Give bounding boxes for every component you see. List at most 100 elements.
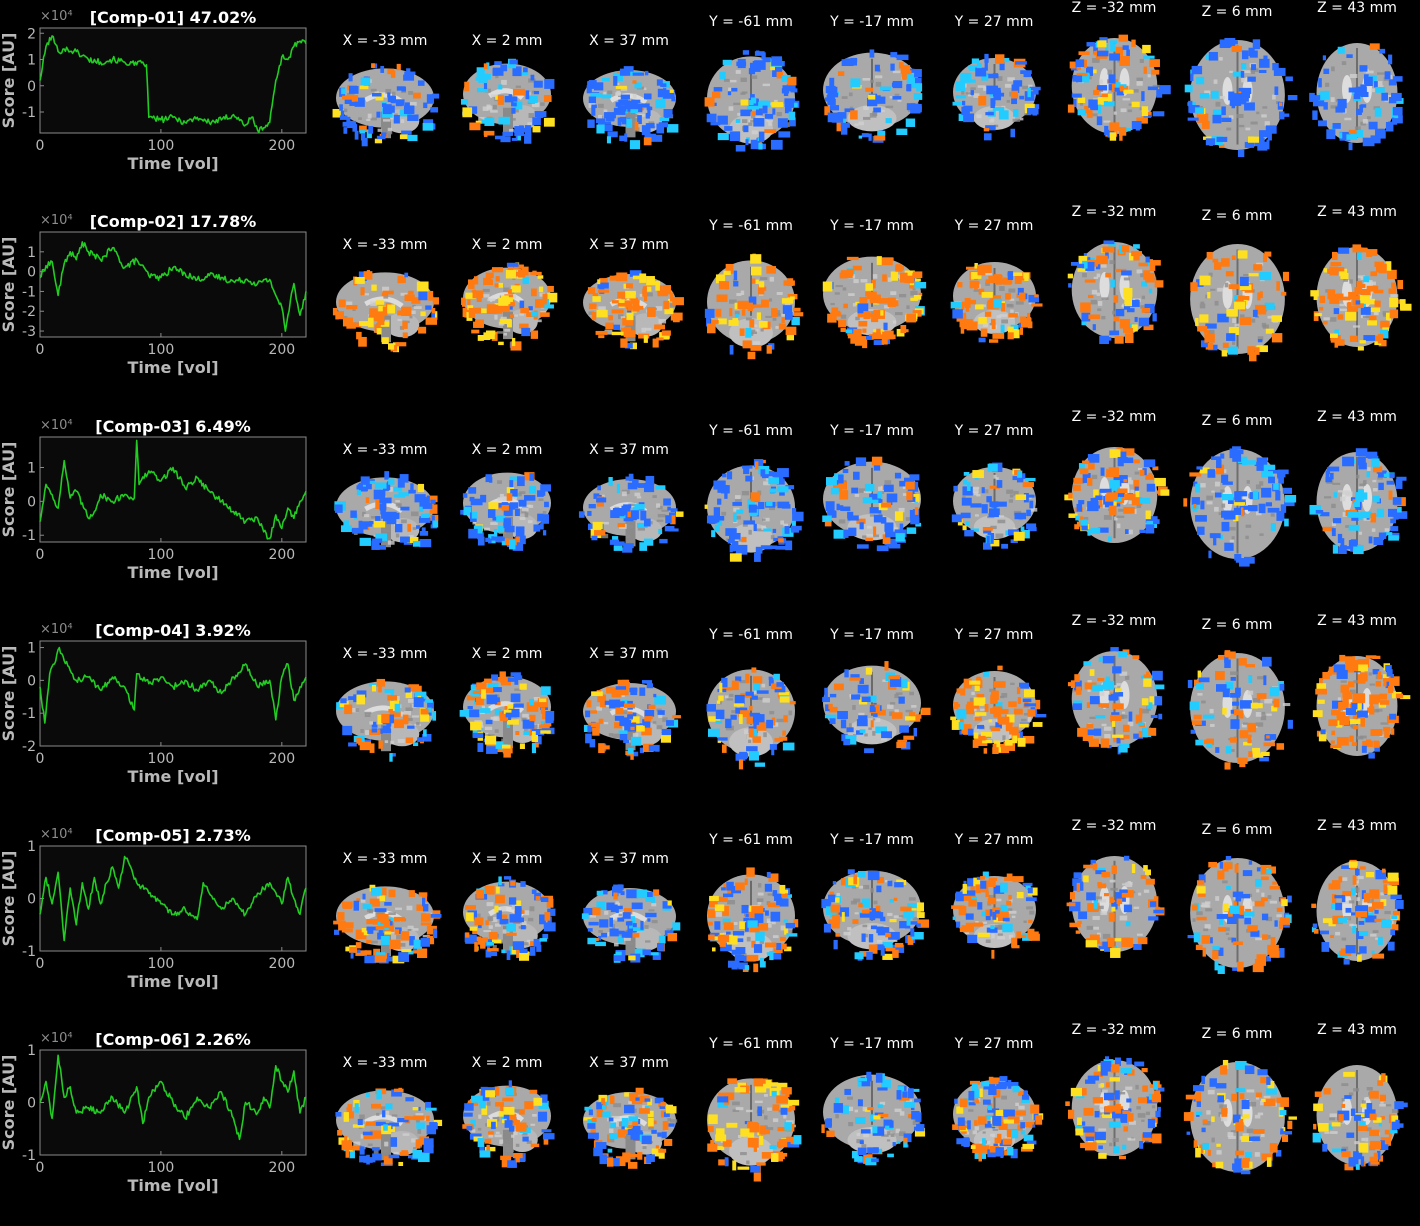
activation-voxel (750, 345, 761, 351)
activation-voxel (1393, 107, 1403, 115)
activation-voxel (468, 279, 475, 289)
activation-voxel (835, 933, 840, 937)
activation-voxel (1334, 492, 1337, 497)
activation-voxel (891, 271, 898, 280)
sulcus (1015, 301, 1023, 304)
sulcus (789, 711, 793, 716)
activation-voxel (1267, 133, 1271, 141)
activation-voxel (510, 881, 515, 886)
activation-voxel (360, 86, 369, 90)
activation-voxel (1029, 501, 1033, 509)
activation-voxel (1345, 656, 1355, 665)
activation-voxel (519, 949, 527, 954)
sulcus (397, 319, 401, 321)
activation-voxel (1139, 708, 1142, 717)
activation-voxel (751, 667, 756, 672)
activation-voxel (545, 912, 551, 921)
activation-voxel (1357, 251, 1362, 260)
activation-voxel (876, 906, 880, 912)
sulcus (411, 311, 416, 315)
activation-voxel (782, 85, 793, 91)
activation-voxel (488, 502, 498, 509)
sulcus (1103, 515, 1111, 520)
activation-voxel (1273, 699, 1279, 708)
activation-voxel (541, 897, 548, 902)
sulcus (392, 92, 395, 96)
activation-voxel (862, 697, 871, 702)
activation-voxel (470, 927, 478, 931)
activation-voxel (1183, 498, 1187, 506)
brain-slice (1297, 436, 1417, 568)
activation-voxel (1207, 292, 1210, 298)
activation-voxel (793, 312, 803, 316)
activation-voxel (591, 722, 599, 727)
y-tick-label: -2 (22, 304, 36, 320)
activation-voxel (1088, 739, 1098, 747)
sulcus (1091, 475, 1097, 479)
activation-voxel (465, 905, 476, 910)
sulcus (1213, 79, 1217, 83)
sulcus (493, 105, 497, 109)
activation-voxel (1027, 108, 1039, 115)
activation-voxel (1391, 728, 1394, 734)
activation-voxel (651, 282, 660, 285)
activation-voxel (1370, 308, 1380, 312)
activation-voxel (665, 515, 671, 523)
activation-voxel (628, 955, 635, 960)
sulcus (416, 722, 419, 725)
activation-voxel (1195, 515, 1207, 522)
activation-voxel (508, 677, 516, 681)
activation-voxel (418, 327, 426, 334)
activation-voxel (486, 942, 494, 946)
sulcus (1001, 319, 1008, 323)
activation-voxel (1074, 674, 1079, 682)
sulcus (1021, 719, 1026, 722)
sulcus (1211, 491, 1214, 493)
activation-voxel (1076, 883, 1079, 892)
activation-voxel (1124, 494, 1135, 500)
sulcus (742, 491, 749, 495)
sulcus (1201, 701, 1206, 704)
activation-voxel (787, 77, 796, 86)
activation-voxel (783, 715, 787, 722)
sulcus (365, 713, 371, 717)
slice-label: Y = -17 mm (830, 423, 914, 439)
activation-voxel (523, 277, 530, 284)
activation-voxel (544, 304, 554, 308)
activation-voxel (1139, 530, 1145, 533)
activation-voxel (1122, 725, 1129, 732)
activation-voxel (1076, 504, 1082, 512)
activation-voxel (1102, 246, 1114, 252)
activation-voxel (1371, 458, 1379, 466)
activation-voxel (1361, 307, 1371, 315)
activation-voxel (381, 714, 389, 723)
y-tick-label: 0 (27, 494, 36, 510)
activation-voxel (520, 881, 525, 887)
activation-voxel (1230, 710, 1233, 714)
sulcus (1377, 72, 1385, 74)
activation-voxel (978, 338, 985, 343)
sulcus (995, 477, 998, 480)
activation-voxel (1109, 53, 1120, 60)
activation-voxel (400, 537, 410, 543)
activation-voxel (1353, 725, 1358, 729)
activation-voxel (1123, 479, 1127, 482)
activation-voxel (766, 266, 776, 274)
x-tick-label: 200 (268, 956, 295, 972)
activation-voxel (1331, 740, 1335, 743)
activation-voxel (541, 708, 545, 714)
activation-voxel (1346, 708, 1356, 715)
activation-voxel (706, 704, 716, 712)
sulcus (388, 912, 395, 915)
activation-voxel (832, 915, 840, 925)
activation-voxel (1123, 856, 1128, 861)
component-title: [Comp-05] 2.73% (95, 826, 250, 845)
activation-voxel (515, 509, 520, 516)
sulcus (1245, 128, 1250, 131)
sulcus (383, 530, 389, 532)
activation-voxel (421, 913, 431, 922)
activation-voxel (1212, 115, 1221, 124)
activation-voxel (743, 125, 748, 132)
activation-voxel (910, 928, 914, 936)
slice-label: X = -33 mm (343, 851, 428, 867)
